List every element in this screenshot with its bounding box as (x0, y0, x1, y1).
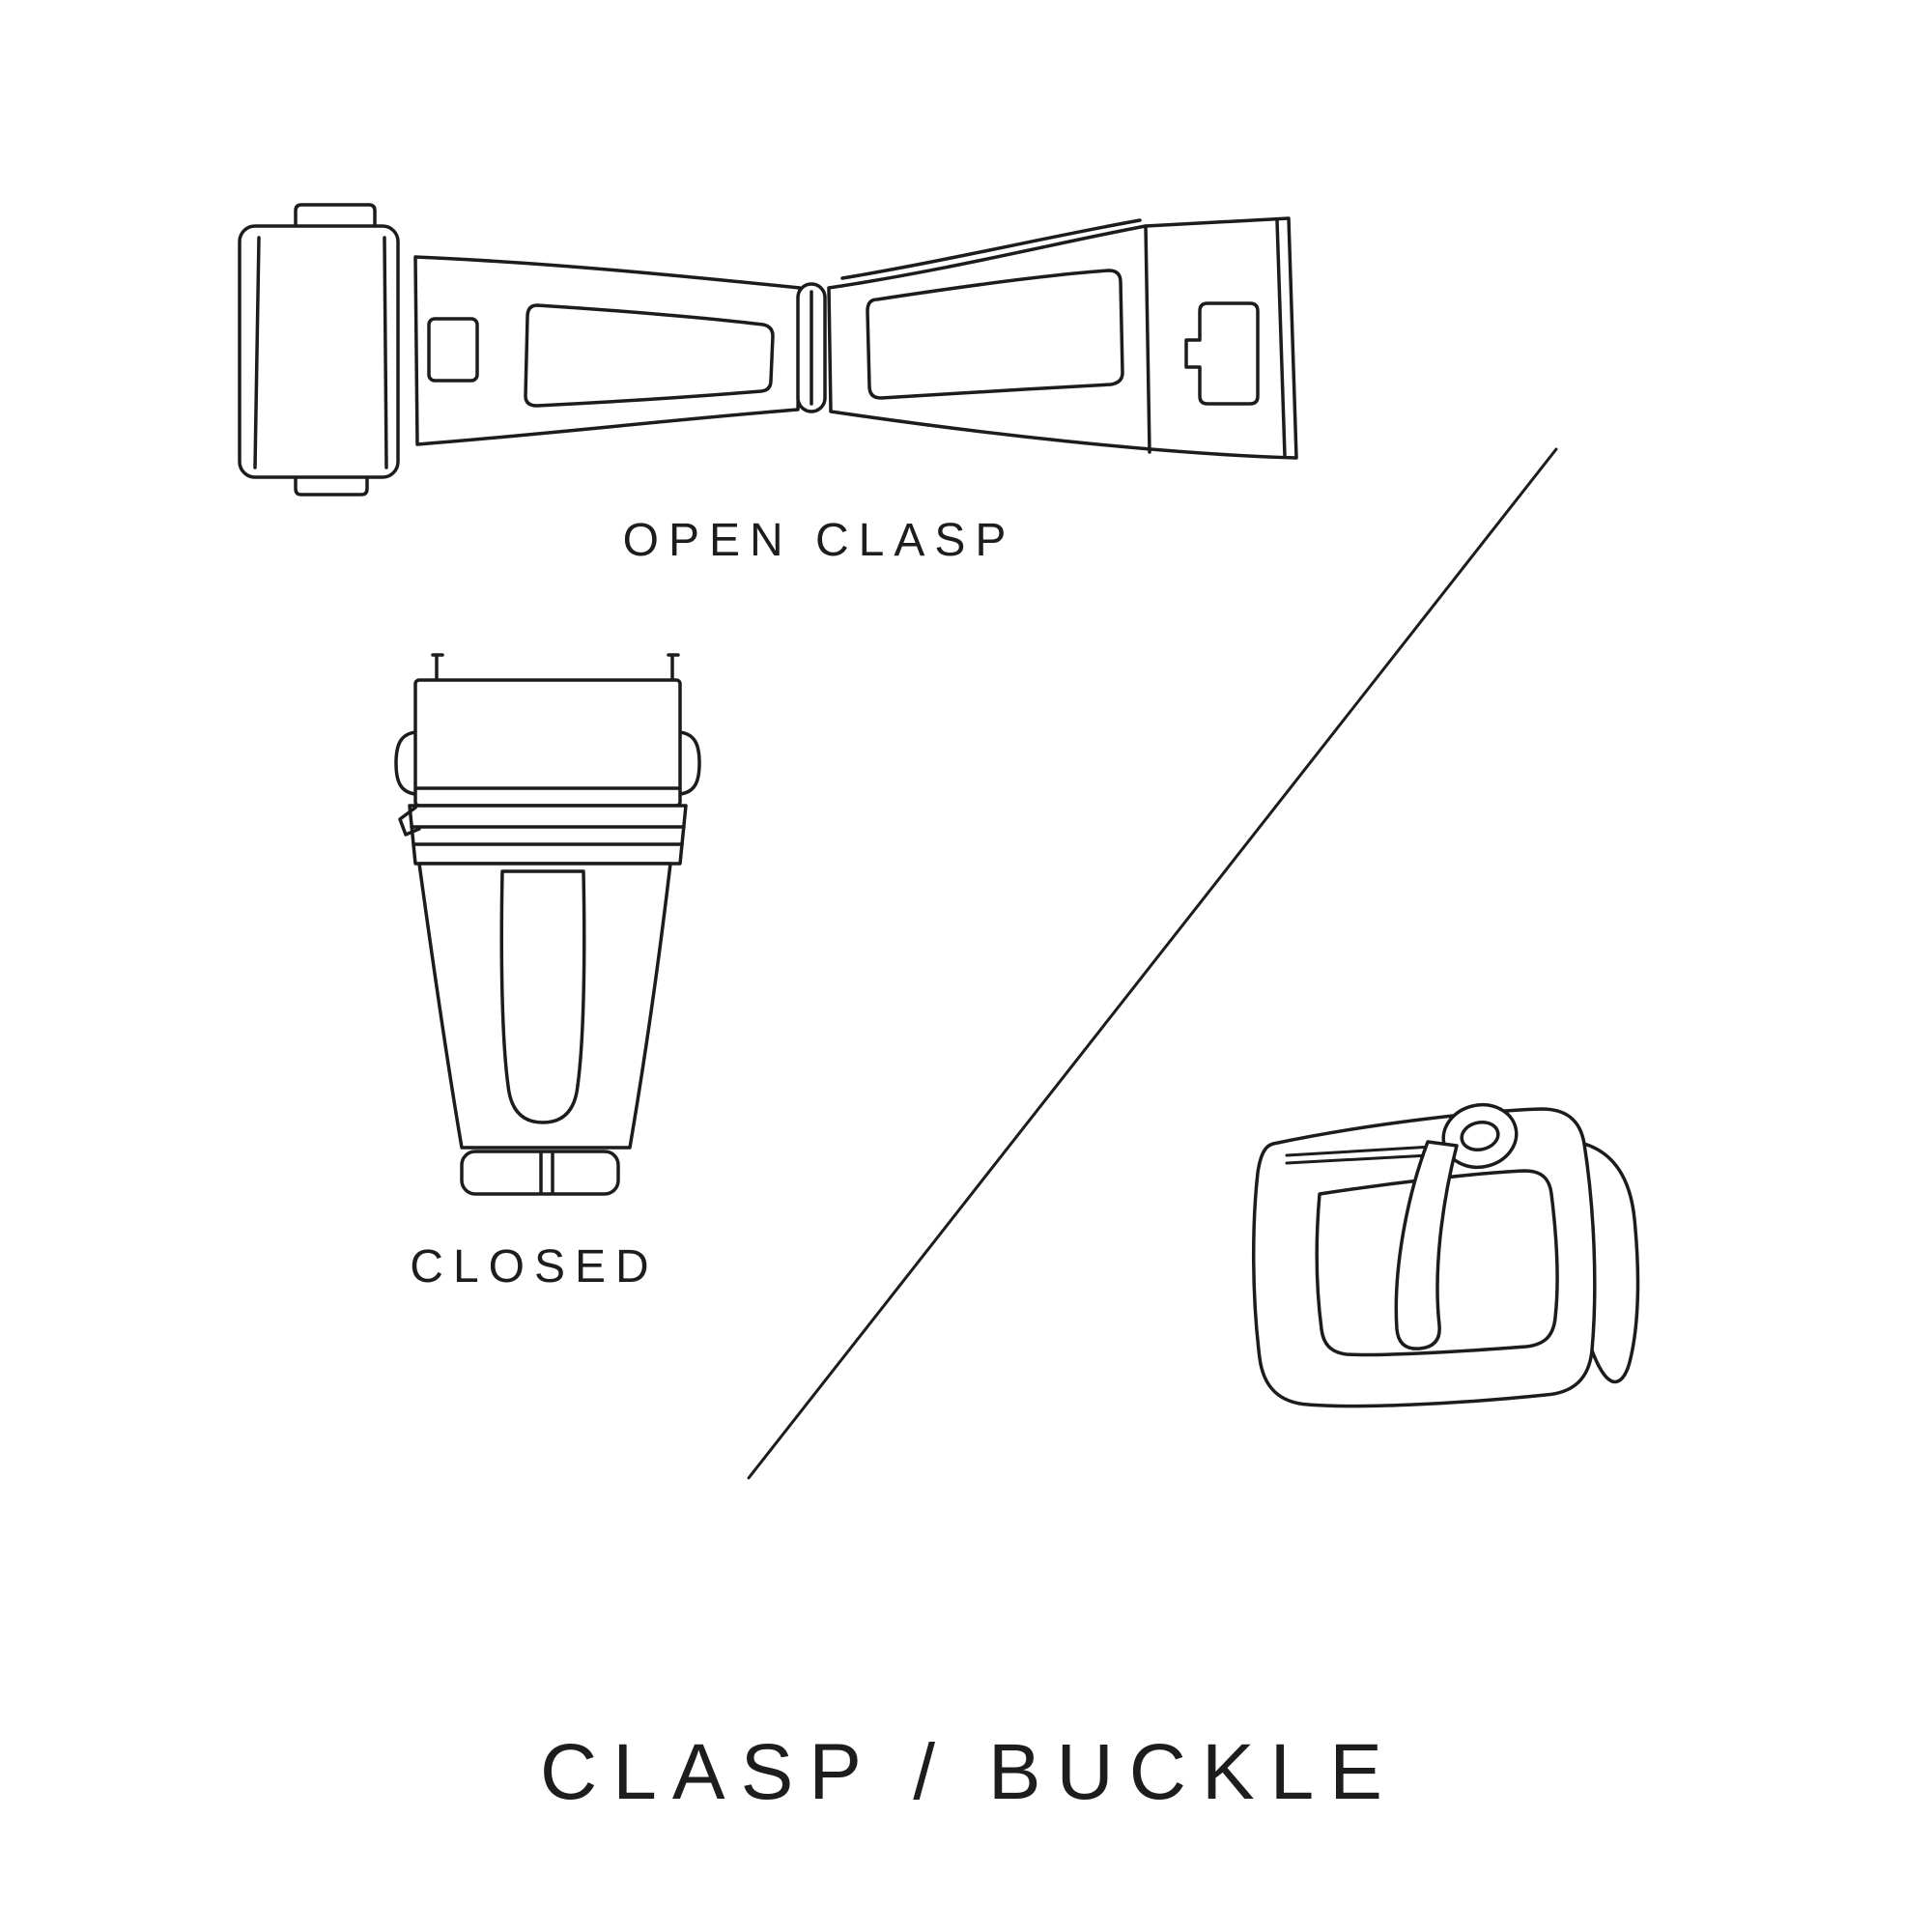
open-clasp-illustration (238, 203, 1298, 497)
divider-line (747, 447, 1558, 1480)
buckle-illustration (1251, 1102, 1640, 1408)
closed-label: CLOSED (410, 1241, 659, 1293)
diagram-lines (238, 203, 1640, 1480)
closed-clasp-illustration (394, 653, 701, 1196)
page-title: CLASP / BUCKLE (540, 1728, 1398, 1816)
open-clasp-label: OPEN CLASP (622, 515, 1016, 566)
